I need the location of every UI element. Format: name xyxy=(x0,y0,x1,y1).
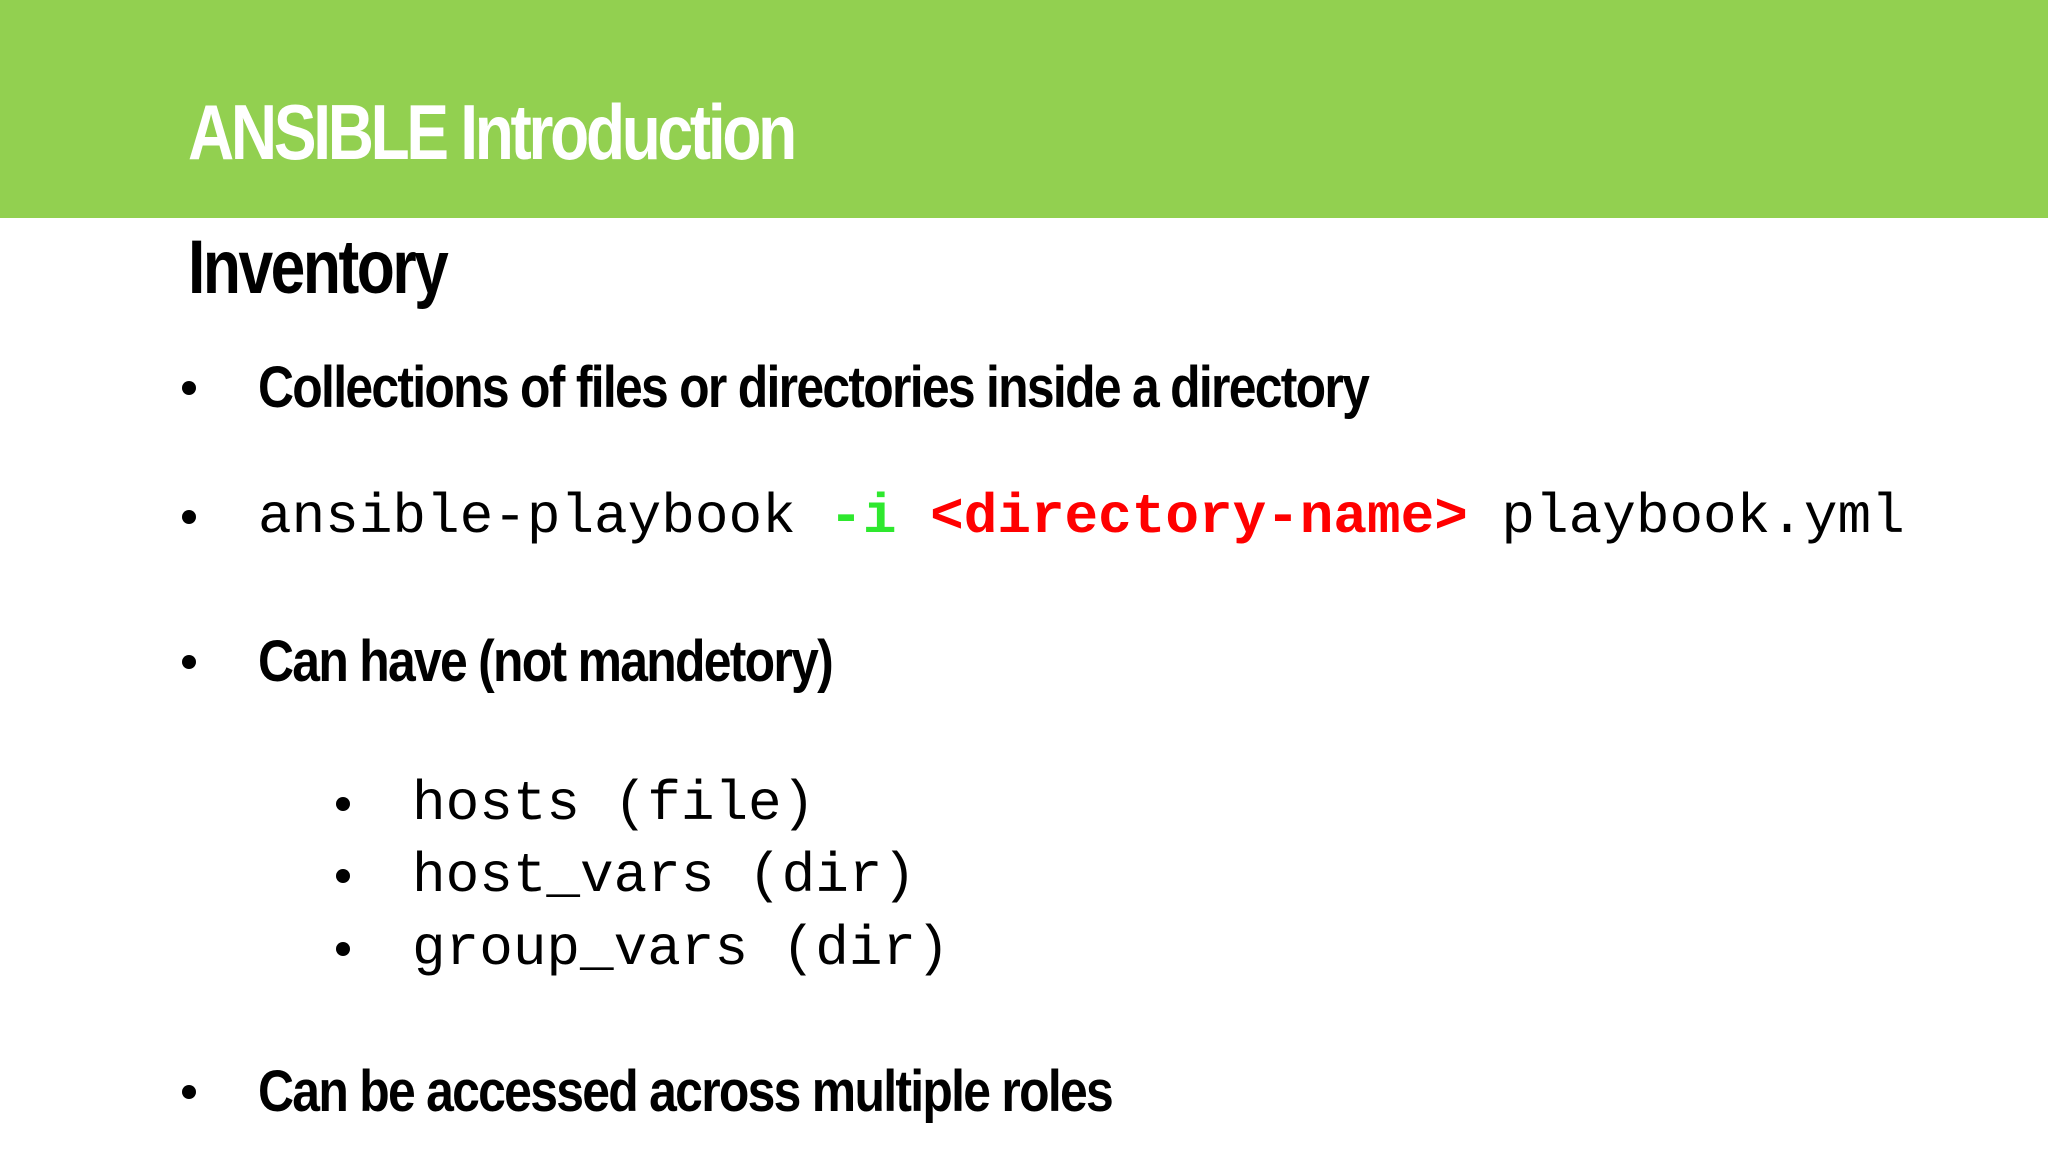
bullet-icon xyxy=(182,510,196,524)
sub-bullet-item-group-vars: group_vars (dir) xyxy=(336,913,950,985)
bullet-item-command: ansible-playbook -i <directory-name> pla… xyxy=(182,481,1905,553)
sub-bullet-text: hosts (file) xyxy=(412,772,816,836)
bullet-icon xyxy=(336,942,350,956)
bullet-text: Collections of files or directories insi… xyxy=(258,355,1370,420)
command-line: ansible-playbook -i <directory-name> pla… xyxy=(258,481,1905,553)
bullet-item-accessed: Can be accessed across multiple roles xyxy=(182,1056,1251,1128)
bullet-text: Can have (not mandetory) xyxy=(258,629,834,694)
bullet-icon xyxy=(336,797,350,811)
bullet-icon xyxy=(182,381,196,395)
bullet-icon xyxy=(182,655,196,669)
section-heading: Inventory xyxy=(188,225,449,310)
bullet-icon xyxy=(336,869,350,883)
sub-bullet-text: host_vars (dir) xyxy=(412,844,917,908)
slide-title: ANSIBLE Introduction xyxy=(188,88,797,176)
sub-bullet-text: group_vars (dir) xyxy=(412,917,950,981)
command-placeholder: <directory-name> xyxy=(930,485,1468,549)
command-prefix: ansible-playbook xyxy=(258,485,830,549)
bullet-icon xyxy=(182,1085,196,1099)
command-space xyxy=(897,485,931,549)
bullet-item-collections: Collections of files or directories insi… xyxy=(182,352,1549,424)
command-space xyxy=(1468,485,1502,549)
command-suffix: playbook.yml xyxy=(1501,485,1905,549)
sub-bullet-item-hosts: hosts (file) xyxy=(336,768,815,840)
header-band xyxy=(0,0,2048,218)
bullet-item-can-have: Can have (not mandetory) xyxy=(182,626,925,698)
bullet-text: Can be accessed across multiple roles xyxy=(258,1059,1114,1124)
sub-bullet-item-host-vars: host_vars (dir) xyxy=(336,840,916,912)
command-flag: -i xyxy=(829,485,897,549)
